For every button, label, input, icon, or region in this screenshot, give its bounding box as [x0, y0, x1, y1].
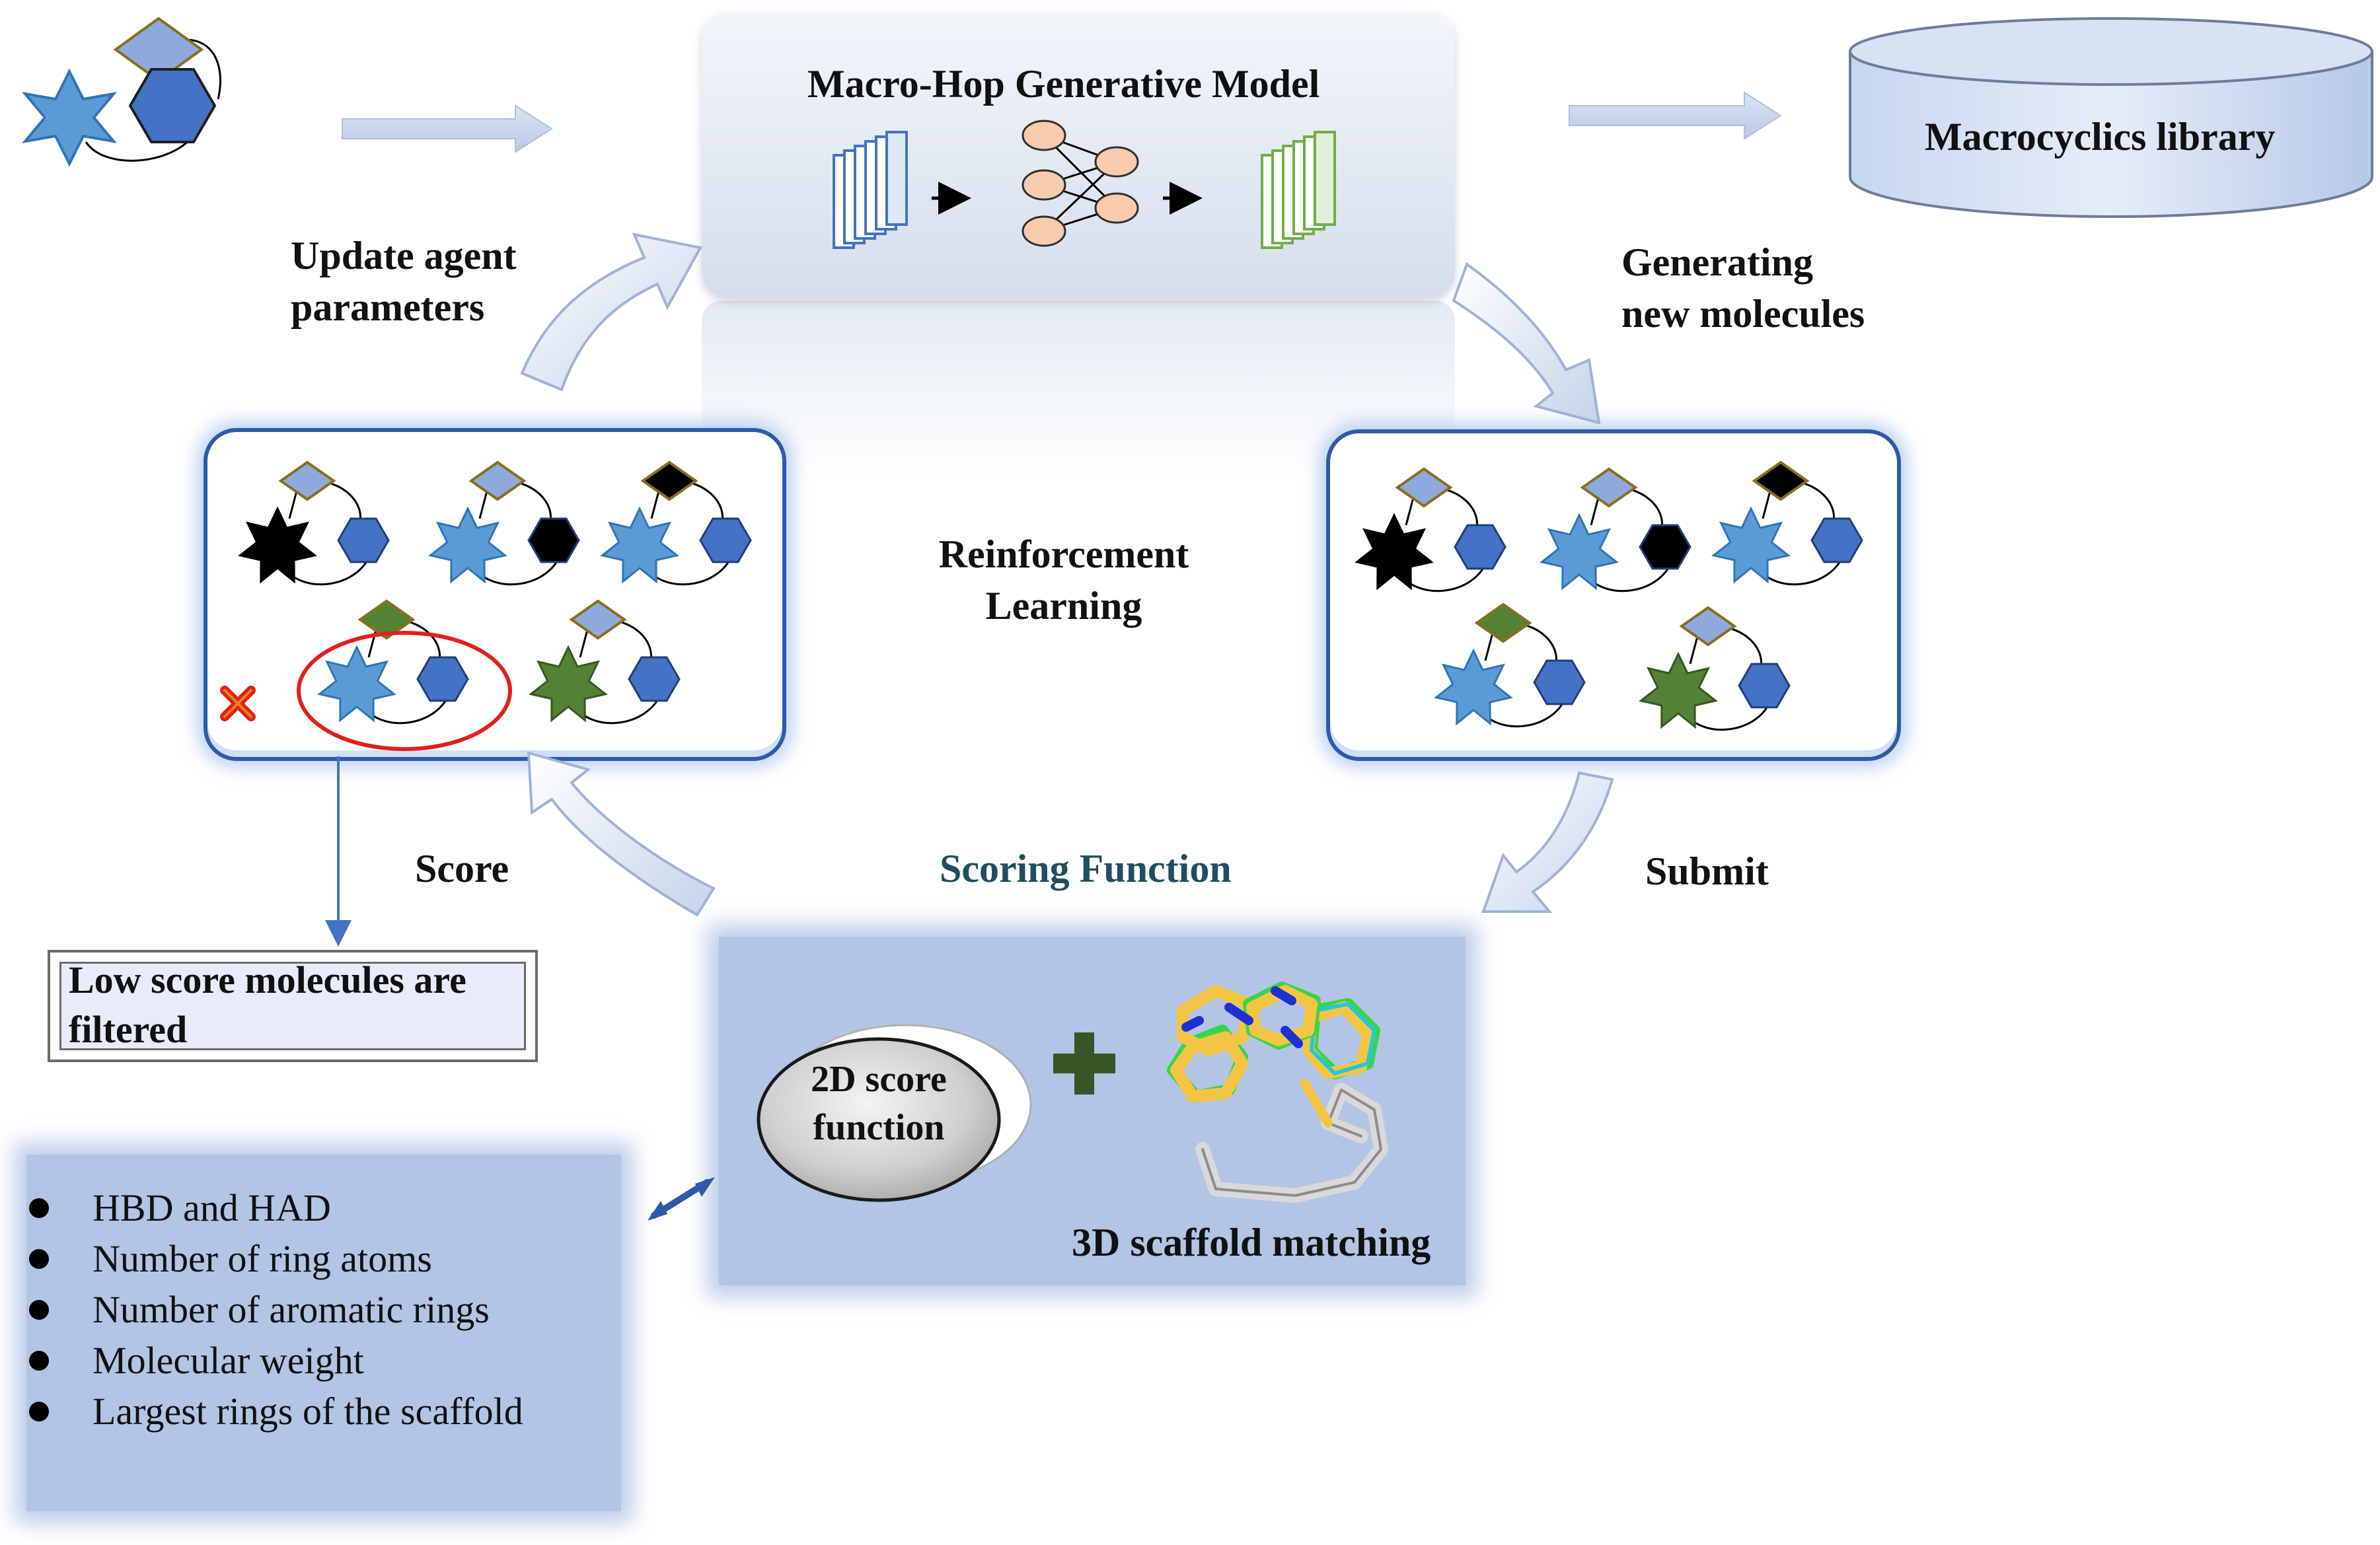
molecule-glyph — [1639, 606, 1791, 731]
molecule-glyph — [529, 599, 681, 725]
bullet-icon — [29, 1300, 49, 1320]
submit-arrow — [1481, 771, 1614, 913]
star-icon — [238, 506, 317, 584]
hexagon-icon — [1738, 663, 1791, 709]
hexagon-icon — [699, 517, 752, 563]
filtered-note-inner — [59, 962, 526, 1050]
cycle-arrows — [520, 233, 1614, 917]
criteria-item: Number of aromatic rings — [26, 1284, 523, 1335]
generated-molecules — [1355, 460, 1863, 731]
score-2d-icon — [757, 1024, 1032, 1202]
input-arrow — [342, 104, 553, 153]
score-label: Score — [415, 847, 509, 890]
molecule-glyph — [238, 460, 390, 586]
hexagon-icon — [628, 656, 681, 702]
plus-icon — [1053, 1032, 1115, 1095]
criteria-text: Number of ring atoms — [93, 1237, 432, 1280]
score-2d-label: 2D score function — [811, 1059, 947, 1148]
diamond-icon — [569, 599, 627, 640]
star-icon — [1540, 513, 1619, 591]
molecule-glyph — [1711, 460, 1863, 586]
database-icon — [1849, 17, 2373, 218]
model-title: Macro-Hop Generative Model — [807, 62, 1320, 106]
star-icon — [1639, 651, 1718, 729]
input-star — [21, 68, 118, 167]
submit-label: Submit — [1645, 849, 1769, 893]
update-arrow — [520, 233, 703, 392]
diamond-icon — [1580, 467, 1638, 508]
scaffold-3d-label: 3D scaffold matching — [1072, 1221, 1431, 1264]
filtered-note-box — [48, 950, 538, 1062]
diamond-icon — [278, 460, 336, 501]
bullet-icon — [29, 1351, 49, 1371]
reinforcement-label: Reinforcement Learning — [938, 532, 1189, 628]
criteria-panel — [26, 1155, 621, 1511]
diamond-icon — [468, 460, 527, 501]
criteria-item: Molecular weight — [26, 1335, 523, 1386]
input-molecule — [21, 17, 221, 167]
reject-icon — [220, 686, 256, 721]
criteria-item: HBD and HAD — [26, 1182, 523, 1233]
criteria-text: Largest rings of the scaffold — [93, 1390, 523, 1433]
diamond-icon — [640, 460, 698, 501]
network-icon — [833, 120, 1336, 249]
diamond-icon — [1395, 467, 1453, 508]
hexagon-icon — [1810, 517, 1863, 563]
molecule-glyph — [1355, 467, 1506, 593]
bullet-icon — [29, 1249, 49, 1269]
generating-label: Generating new molecules — [1621, 240, 1865, 336]
star-icon — [1711, 506, 1791, 584]
filtered-note-text: Low score molecules are filtered — [69, 958, 466, 1052]
hexagon-icon — [1639, 524, 1692, 570]
bullet-icon — [29, 1198, 49, 1218]
input-layer-icon — [833, 131, 908, 249]
star-icon — [1355, 513, 1434, 591]
library-arrow — [1569, 91, 1782, 140]
criteria-text: HBD and HAD — [93, 1186, 331, 1229]
molecule-glyph — [317, 599, 469, 725]
criteria-item: Number of ring atoms — [26, 1233, 523, 1284]
generate-arrow — [1452, 262, 1601, 425]
diamond-icon — [1679, 606, 1737, 647]
output-layer-icon — [1261, 131, 1336, 249]
link-arrow — [648, 1177, 715, 1221]
hexagon-icon — [337, 517, 390, 563]
molecule-glyph — [600, 460, 752, 586]
diamond-icon — [357, 599, 416, 640]
hexagon-icon — [1533, 659, 1586, 705]
criteria-text: Molecular weight — [93, 1339, 364, 1382]
update-agent-label: Update agent parameters — [291, 234, 517, 329]
hexagon-icon — [1454, 524, 1506, 570]
score-arrow — [527, 751, 716, 917]
criteria-text: Number of aromatic rings — [93, 1288, 490, 1331]
scoring-function-title: Scoring Function — [940, 847, 1232, 890]
scored-molecules — [238, 460, 752, 725]
molecule-glyph — [428, 460, 580, 586]
highlight-ring — [297, 631, 512, 751]
diamond-icon — [1752, 460, 1810, 501]
hexagon-icon — [416, 656, 469, 702]
star-icon — [317, 645, 396, 723]
input-hexagon — [128, 68, 217, 143]
molecule-glyph — [1540, 467, 1692, 593]
bullet-icon — [29, 1402, 49, 1421]
diamond-icon — [1474, 602, 1532, 643]
molecule-glyph — [1434, 602, 1586, 728]
library-label: Macrocyclics library — [1925, 115, 2276, 159]
hexagon-icon — [527, 517, 580, 563]
scaffold-3d-icon — [1167, 982, 1388, 1203]
star-icon — [1434, 648, 1513, 726]
star-icon — [600, 506, 679, 584]
star-icon — [428, 506, 507, 584]
input-diamond — [113, 17, 204, 83]
criteria-item: Largest rings of the scaffold — [26, 1386, 523, 1437]
star-icon — [529, 645, 608, 723]
